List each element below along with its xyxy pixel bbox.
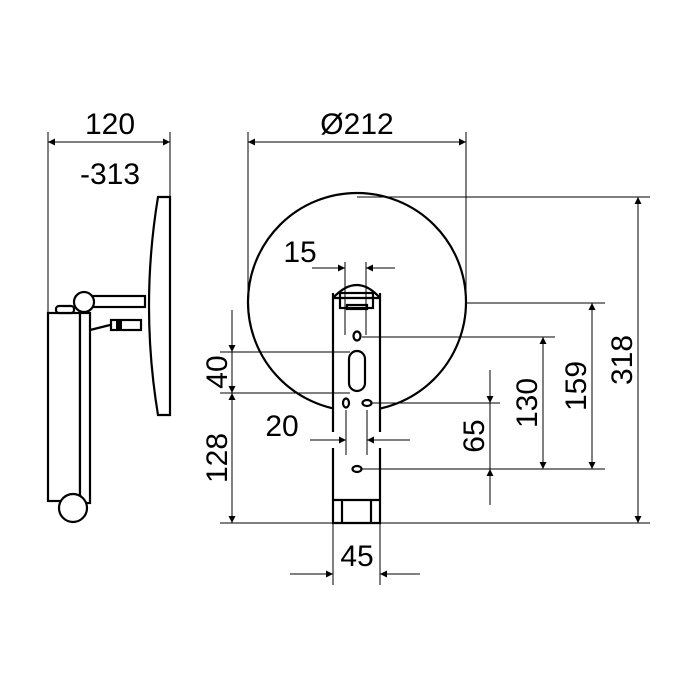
dim-45: 45 bbox=[340, 540, 373, 573]
dimension-lines bbox=[48, 138, 642, 578]
wall-plate bbox=[46, 311, 82, 503]
dim-15: 15 bbox=[283, 236, 316, 269]
dim-40: 40 bbox=[201, 355, 234, 388]
top-joint bbox=[72, 290, 96, 314]
dim-65: 65 bbox=[458, 419, 491, 452]
cable-connector bbox=[109, 318, 143, 332]
dim-130: 130 bbox=[511, 378, 544, 428]
side-view bbox=[46, 132, 172, 524]
swivel-arm bbox=[78, 311, 92, 505]
hole bbox=[351, 464, 363, 474]
dim-depth-range: -313 bbox=[80, 158, 140, 191]
dim-128: 128 bbox=[201, 433, 234, 483]
front-view bbox=[220, 132, 650, 585]
dim-diameter: Ø212 bbox=[320, 108, 393, 141]
dim-20: 20 bbox=[265, 410, 298, 443]
mirror-side bbox=[147, 195, 172, 417]
slot bbox=[347, 349, 367, 393]
mirror-arm bbox=[90, 294, 147, 309]
hole bbox=[341, 397, 351, 409]
hole bbox=[352, 330, 362, 342]
dim-318: 318 bbox=[606, 335, 639, 385]
bottom-joint bbox=[57, 492, 89, 524]
dim-159: 159 bbox=[560, 361, 593, 411]
dim-depth: 120 bbox=[85, 108, 135, 141]
